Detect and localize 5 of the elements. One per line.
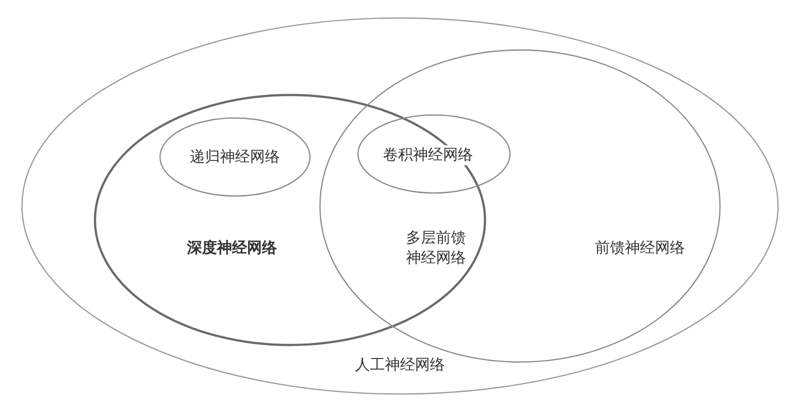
region-label: 卷积神经网络 [381,145,475,165]
region-label: 前馈神经网络 [593,238,687,258]
overlap-label: 多层前馈神经网络 [405,228,467,268]
region-label: 人工神经网络 [353,355,447,375]
region-label: 深度神经网络 [185,238,279,258]
